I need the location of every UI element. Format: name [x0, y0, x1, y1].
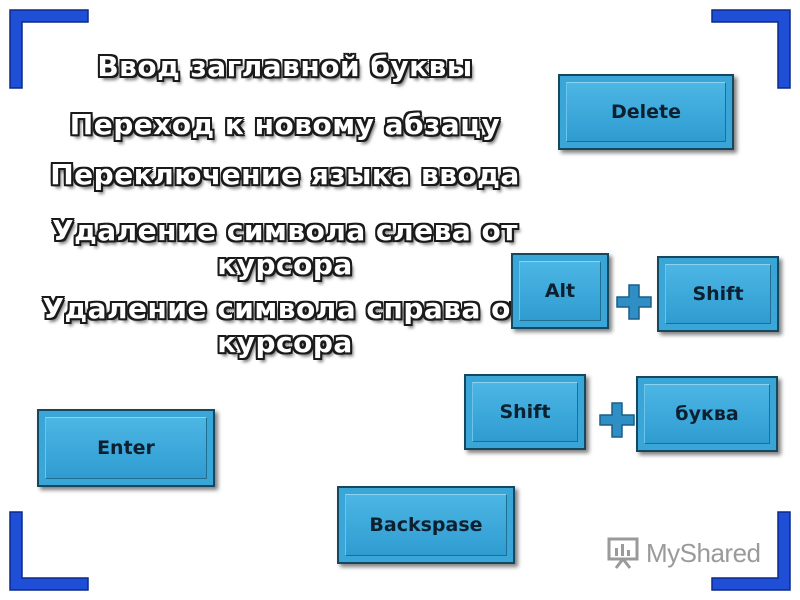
corner-bracket-bottom-right-icon [710, 510, 792, 592]
backspace-key-label: Backspase [369, 514, 483, 536]
alt-key-label: Alt [544, 280, 576, 302]
backspace-key-button[interactable]: Backspase [337, 486, 515, 564]
task-delete-right[interactable]: Удаление символа справа от курсора [42, 292, 528, 359]
delete-key-label: Delete [610, 101, 682, 123]
presentation-board-icon [607, 537, 639, 569]
corner-bracket-top-left-icon [8, 8, 90, 90]
enter-key-button[interactable]: Enter [37, 409, 215, 487]
plus-icon [597, 400, 637, 440]
task-switch-language[interactable]: Переключение языка ввода [50, 158, 520, 191]
alt-key-button[interactable]: Alt [511, 253, 609, 329]
myshared-logo: MyShared [606, 536, 761, 570]
task-capital-letter[interactable]: Ввод заглавной буквы [97, 50, 473, 83]
task-new-paragraph[interactable]: Переход к новому абзацу [69, 108, 501, 141]
letter-key-button[interactable]: буква [636, 376, 778, 452]
shift-key-button-2[interactable]: Shift [464, 374, 586, 450]
delete-key-button[interactable]: Delete [558, 74, 734, 150]
enter-key-label: Enter [97, 437, 155, 459]
plus-icon [614, 282, 654, 322]
corner-bracket-bottom-left-icon [8, 510, 90, 592]
task-delete-left[interactable]: Удаление символа слева от курсора [52, 214, 518, 281]
logo-text: MyShared [646, 537, 761, 568]
letter-key-label: буква [675, 403, 739, 425]
shift-key-button-1[interactable]: Shift [657, 256, 779, 332]
corner-bracket-top-right-icon [710, 8, 792, 90]
shift-key-label-1: Shift [692, 283, 744, 305]
shift-key-label-2: Shift [499, 401, 551, 423]
